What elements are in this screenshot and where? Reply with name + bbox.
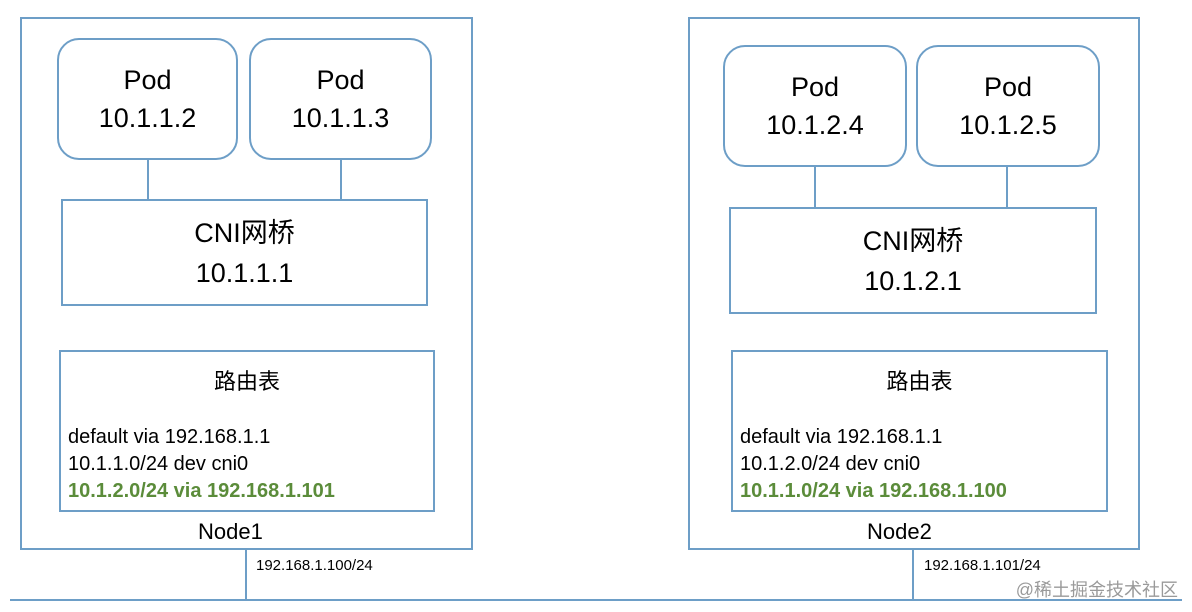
- node1-pod1: Pod 10.1.1.2: [57, 38, 238, 160]
- watermark: @稀土掘金技术社区: [1015, 580, 1178, 600]
- node2-label: Node2: [867, 519, 932, 544]
- node1-pod2: Pod 10.1.1.3: [249, 38, 432, 160]
- node2-network-link: [912, 549, 914, 601]
- pod-label: Pod: [983, 72, 1033, 102]
- pod-ip: 10.1.1.3: [291, 103, 390, 133]
- node2-pod2: Pod 10.1.2.5: [916, 45, 1100, 167]
- pod-label: Pod: [316, 65, 365, 95]
- bridge-ip: 10.1.2.1: [864, 265, 962, 296]
- route-line: default via 192.168.1.1: [68, 426, 271, 448]
- route-line: 10.1.2.0/24 dev cni0: [740, 453, 921, 475]
- node1-cni-bridge: CNI网桥 10.1.1.1: [61, 199, 428, 306]
- route-table-lines: default via 192.168.1.1 10.1.1.0/24 dev …: [68, 424, 335, 505]
- node2-pod2-link: [1006, 165, 1008, 211]
- node2-cni-bridge: CNI网桥 10.1.2.1: [729, 207, 1097, 314]
- node2-pod1-link: [814, 165, 816, 211]
- node1-pod1-link: [147, 158, 149, 202]
- node1-network-link: [245, 549, 247, 601]
- network-bus: [10, 599, 1182, 601]
- route-line: 10.1.1.0/24 dev cni0: [68, 453, 249, 475]
- pod-ip: 10.1.2.5: [959, 110, 1057, 140]
- pod-ip: 10.1.1.2: [98, 103, 197, 133]
- node1-route-table: 路由表 default via 192.168.1.1 10.1.1.0/24 …: [59, 350, 435, 512]
- pod-label: Pod: [123, 65, 172, 95]
- node1-ip-label: 192.168.1.100/24: [256, 557, 373, 574]
- node2-route-table: 路由表 default via 192.168.1.1 10.1.2.0/24 …: [731, 350, 1108, 512]
- route-line: default via 192.168.1.1: [740, 426, 943, 448]
- node1-label: Node1: [198, 519, 263, 544]
- route-table-title: 路由表: [213, 369, 280, 394]
- route-line-highlight: 10.1.1.0/24 via 192.168.1.100: [740, 480, 1007, 502]
- node2-ip-label: 192.168.1.101/24: [924, 557, 1041, 574]
- bridge-label: CNI网桥: [194, 217, 295, 248]
- route-line-highlight: 10.1.2.0/24 via 192.168.1.101: [68, 480, 335, 502]
- node2-pod1: Pod 10.1.2.4: [723, 45, 907, 167]
- bridge-ip: 10.1.1.1: [195, 257, 294, 288]
- node1-pod2-link: [340, 158, 342, 202]
- pod-label: Pod: [790, 72, 840, 102]
- pod-ip: 10.1.2.4: [766, 110, 864, 140]
- route-table-lines: default via 192.168.1.1 10.1.2.0/24 dev …: [740, 424, 1007, 505]
- bridge-label: CNI网桥: [862, 225, 964, 256]
- route-table-title: 路由表: [886, 369, 953, 394]
